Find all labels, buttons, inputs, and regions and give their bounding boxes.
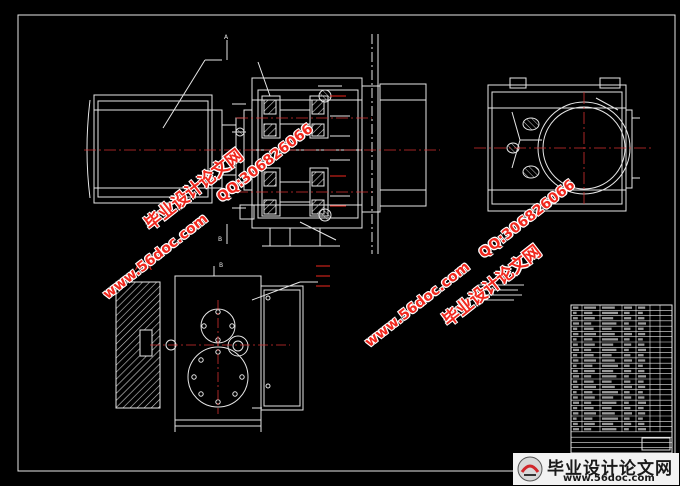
view-mark-b: B	[218, 236, 223, 243]
output-cover	[379, 83, 427, 207]
section-label-a-a: A-A	[135, 262, 152, 273]
site-logo: 毕业设计论文网 www.56doc.com	[513, 453, 679, 485]
main-view-assembly	[86, 34, 427, 254]
centerlines-side	[474, 92, 652, 204]
view-mark-b-lower: B	[219, 262, 224, 269]
section-mark-a: A	[224, 34, 229, 41]
bearings	[235, 89, 332, 222]
logo-url: www.56doc.com	[563, 473, 655, 484]
lower-gear-bore	[187, 346, 249, 408]
section-a-a-view	[165, 266, 318, 432]
logo-site-name: 毕业设计论文网	[547, 459, 673, 479]
drawing-border	[17, 14, 676, 472]
title-block-parts-list	[570, 304, 673, 454]
red-part-callouts	[316, 95, 346, 287]
centerlines-section	[150, 300, 290, 414]
logo-emblem-icon	[517, 456, 543, 482]
side-view-bolts	[506, 117, 540, 179]
centerlines-main	[84, 117, 440, 193]
technical-notes	[478, 284, 524, 301]
